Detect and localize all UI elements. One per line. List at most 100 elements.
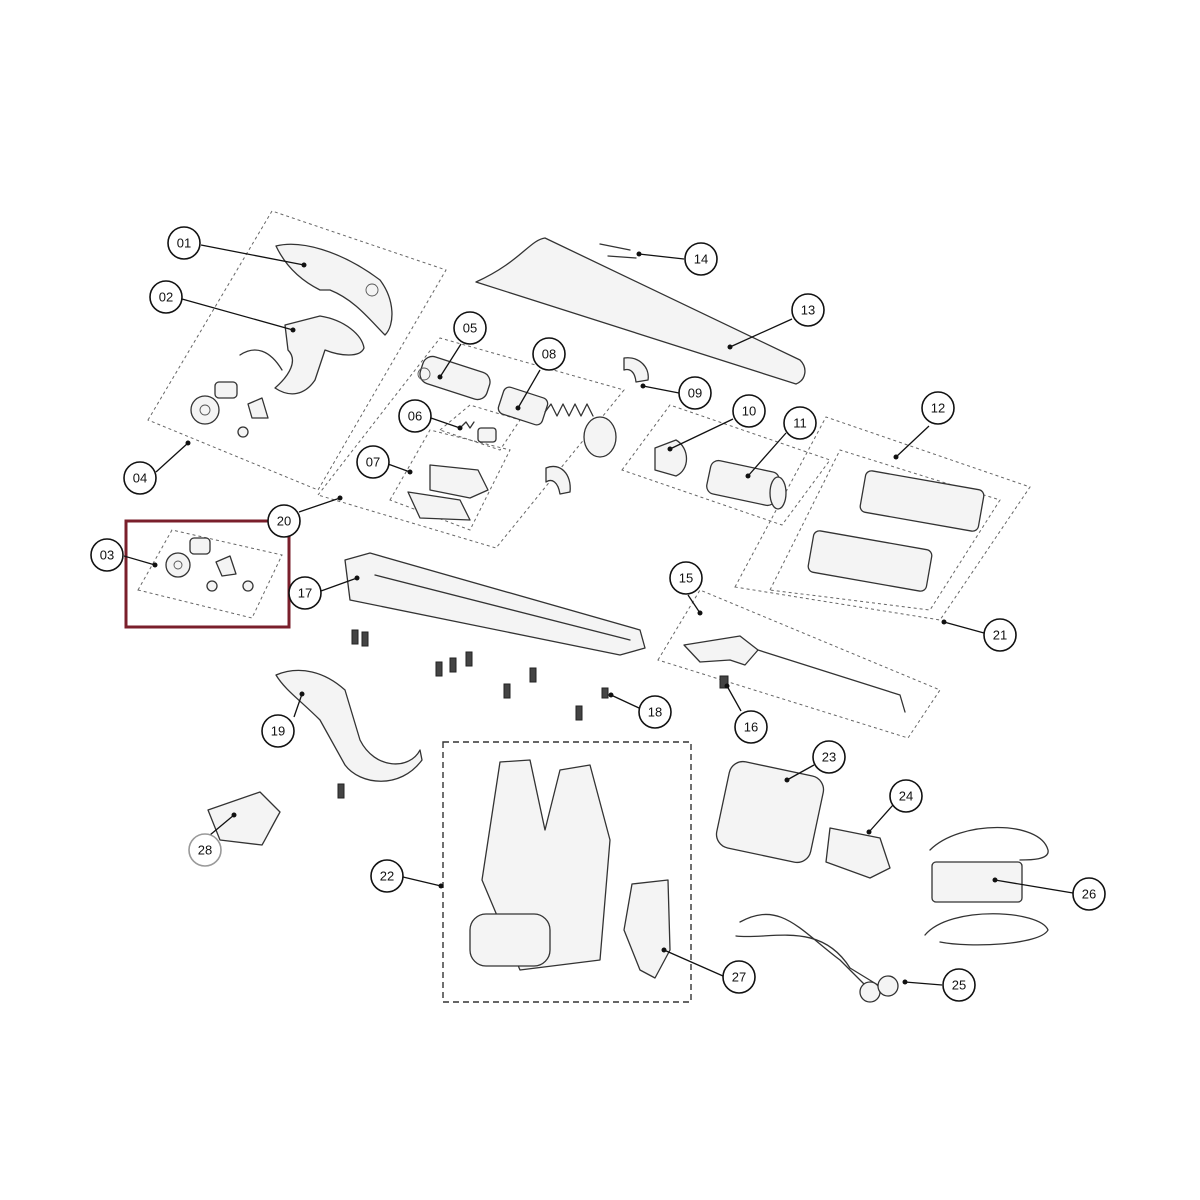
part-11-endcap bbox=[769, 476, 787, 510]
part-19-guard bbox=[275, 669, 423, 782]
callout-22: 22 bbox=[370, 859, 404, 893]
callout-28-label: 28 bbox=[198, 843, 212, 858]
part-05-shaft bbox=[419, 355, 491, 401]
leader-lines bbox=[123, 244, 1074, 986]
callout-04-label: 04 bbox=[133, 471, 147, 486]
part-24-charger bbox=[825, 827, 891, 879]
part-17-frame-rail bbox=[374, 574, 631, 641]
callout-01: 01 bbox=[167, 226, 201, 260]
part-15-trigger bbox=[683, 635, 759, 666]
callout-10: 10 bbox=[732, 394, 766, 428]
callout-07: 07 bbox=[356, 445, 390, 479]
part-09-clip-bottom bbox=[545, 465, 571, 495]
callout-03-label: 03 bbox=[100, 548, 114, 563]
part-27-holster bbox=[623, 879, 671, 979]
part-17-frame bbox=[344, 552, 646, 656]
part-26-adapter bbox=[931, 861, 1023, 903]
callout-13-label: 13 bbox=[801, 303, 815, 318]
callout-07-label: 07 bbox=[366, 455, 380, 470]
part-03-clip bbox=[215, 555, 237, 577]
part-04-screw bbox=[237, 426, 249, 438]
callout-14-label: 14 bbox=[694, 252, 708, 267]
part-25-cable-b bbox=[735, 934, 887, 991]
group-box-12-21 bbox=[734, 416, 1031, 621]
callout-05: 05 bbox=[453, 311, 487, 345]
part-08-body bbox=[497, 386, 549, 426]
part-09-clip-top bbox=[623, 357, 649, 383]
callout-09-label: 09 bbox=[688, 386, 702, 401]
part-11-motor bbox=[706, 459, 780, 507]
part-12-housing-bottom bbox=[807, 530, 933, 592]
part-08-threads bbox=[544, 403, 594, 417]
callout-02-label: 02 bbox=[159, 290, 173, 305]
part-15-cable bbox=[757, 649, 906, 713]
highlight-frame-03 bbox=[124, 519, 291, 629]
callout-21: 21 bbox=[983, 618, 1017, 652]
callout-06: 06 bbox=[398, 399, 432, 433]
group-box-12-inner bbox=[769, 449, 1001, 611]
callout-28: 28 bbox=[188, 833, 222, 867]
part-18-screws bbox=[337, 629, 609, 799]
part-06-spring bbox=[461, 421, 475, 429]
callout-23-label: 23 bbox=[822, 750, 836, 765]
callout-21-label: 21 bbox=[993, 628, 1007, 643]
callout-01-label: 01 bbox=[177, 236, 191, 251]
part-22-pouch bbox=[469, 913, 551, 967]
callout-11: 11 bbox=[783, 406, 817, 440]
callout-18: 18 bbox=[638, 695, 672, 729]
callout-03: 03 bbox=[90, 538, 124, 572]
accessory-box-22-27 bbox=[442, 741, 692, 1003]
callout-20-label: 20 bbox=[277, 514, 291, 529]
callout-17: 17 bbox=[288, 576, 322, 610]
callout-10-label: 10 bbox=[742, 404, 756, 419]
callout-25-label: 25 bbox=[952, 978, 966, 993]
callout-12: 12 bbox=[921, 391, 955, 425]
part-07-base bbox=[407, 491, 471, 521]
callout-11-label: 11 bbox=[793, 416, 807, 431]
group-box-15-16 bbox=[657, 589, 941, 739]
callout-27-label: 27 bbox=[732, 970, 746, 985]
group-box-01-04 bbox=[147, 210, 447, 491]
group-box-05-09 bbox=[317, 337, 625, 549]
callout-15-label: 15 bbox=[679, 571, 693, 586]
callout-26-label: 26 bbox=[1082, 887, 1096, 902]
part-03-screw bbox=[206, 580, 218, 592]
callout-08-label: 08 bbox=[542, 347, 556, 362]
callout-23: 23 bbox=[812, 740, 846, 774]
part-25-connector-b bbox=[877, 975, 899, 997]
group-box-03 bbox=[137, 529, 283, 619]
callout-19: 19 bbox=[261, 714, 295, 748]
part-05-eye bbox=[417, 367, 431, 381]
part-25-connector-a bbox=[859, 981, 881, 1003]
part-01-pivot bbox=[365, 283, 379, 297]
part-13-tube bbox=[475, 237, 806, 385]
callout-08: 08 bbox=[532, 337, 566, 371]
callout-17-label: 17 bbox=[298, 586, 312, 601]
part-03-gear bbox=[165, 552, 191, 578]
part-03-spindle bbox=[189, 537, 211, 555]
part-03-nut bbox=[242, 580, 254, 592]
part-12-housing-top bbox=[859, 470, 985, 532]
callout-16: 16 bbox=[734, 710, 768, 744]
part-26-cord-top bbox=[929, 826, 1049, 861]
part-03-gear-hub bbox=[173, 560, 183, 570]
group-box-07 bbox=[389, 429, 511, 531]
part-06-block bbox=[477, 427, 497, 443]
part-23-battery bbox=[715, 760, 825, 864]
part-04-clip bbox=[247, 397, 269, 419]
part-14-screws bbox=[599, 243, 637, 259]
callout-14: 14 bbox=[684, 242, 718, 276]
part-28-pad bbox=[207, 791, 281, 846]
callout-20: 20 bbox=[267, 504, 301, 538]
callout-09: 09 bbox=[678, 376, 712, 410]
part-02-hook bbox=[274, 315, 365, 395]
part-16-switch bbox=[719, 675, 729, 689]
part-04-spindle bbox=[214, 381, 238, 399]
part-08-flange bbox=[583, 416, 617, 458]
callout-24: 24 bbox=[889, 779, 923, 813]
callout-25: 25 bbox=[942, 968, 976, 1002]
part-10-coupling bbox=[654, 439, 688, 477]
callout-19-label: 19 bbox=[271, 724, 285, 739]
callout-15: 15 bbox=[669, 561, 703, 595]
